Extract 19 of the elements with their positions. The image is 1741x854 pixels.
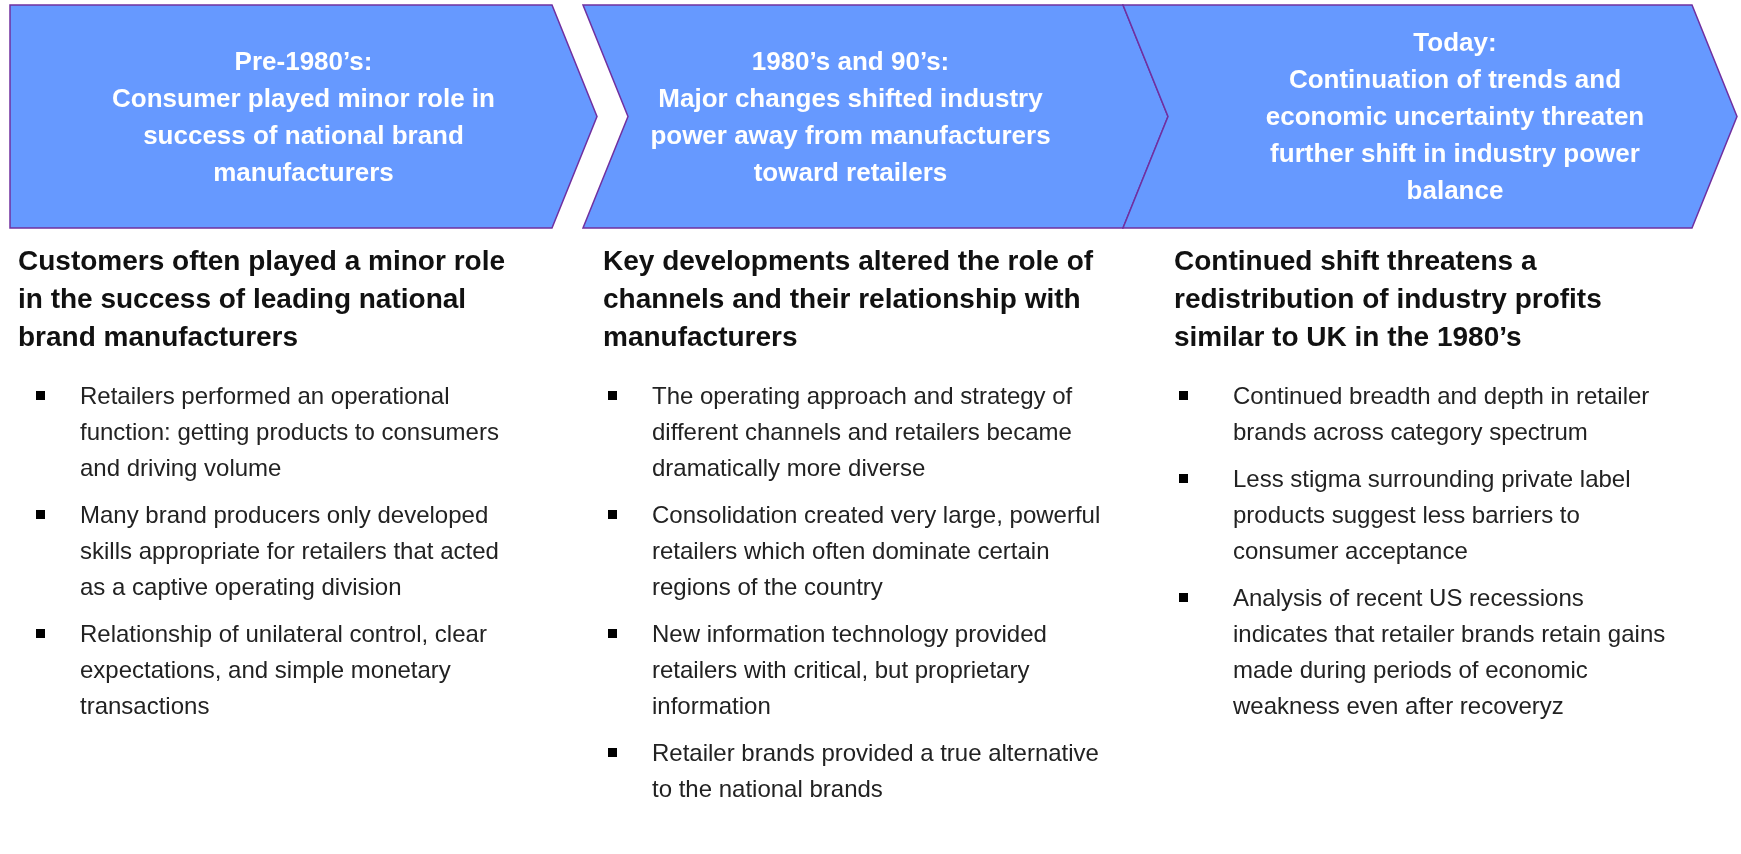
period-heading: 1980’s and 90’s: [751,44,950,78]
bullet-text: Retailer brands provided a true alternative to the national brands [652,738,1100,804]
bullet-text: Less stigma surrounding private label products suggest less barriers to consumer acceptance [1233,464,1632,566]
period-heading: Today: [1413,26,1497,59]
section-heading: Customers often played a minor role in the success of leading national brand manufacturers [18,244,506,354]
bullet-text: Many brand producers only developed skills appropriate for retailers that acted as a captive operating division [80,500,500,602]
bullet-text: New information technology provided retailers with critical, but proprietary information [652,619,1048,721]
period-description: Major changes shifted industry power away from manufacturers toward retailers [649,81,1052,189]
section-heading: Continued shift threatens a redistribution of industry profits similar to UK in the 1980’s [1174,244,1603,354]
bullet-text: Analysis of recent US recessions indicates that retailer brands retain gains made during periods of economic weakness even after recoveryz [1233,583,1667,721]
bullet-text: The operating approach and strategy of different channels and retailers became dramatically more diverse [652,381,1074,483]
period-description: Continuation of trends and economic uncertainty threaten further shift in industry power balance [1264,63,1646,207]
bullet-text: Continued breadth and depth in retailer brands across category spectrum [1233,381,1651,447]
period-heading: Pre-1980’s: [234,44,373,78]
section-heading: Key developments altered the role of channels and their relationship with manufacturers [603,244,1095,354]
bullet-text: Retailers performed an operational function: getting products to consumers and driving volume [80,381,500,483]
period-description: Consumer played minor role in success of national brand manufacturers [111,81,496,189]
bullet-text: Relationship of unilateral control, clear expectations, and simple monetary transactions [80,619,488,721]
bullet-text: Consolidation created very large, powerful retailers which often dominate certain regions of the country [652,500,1102,602]
